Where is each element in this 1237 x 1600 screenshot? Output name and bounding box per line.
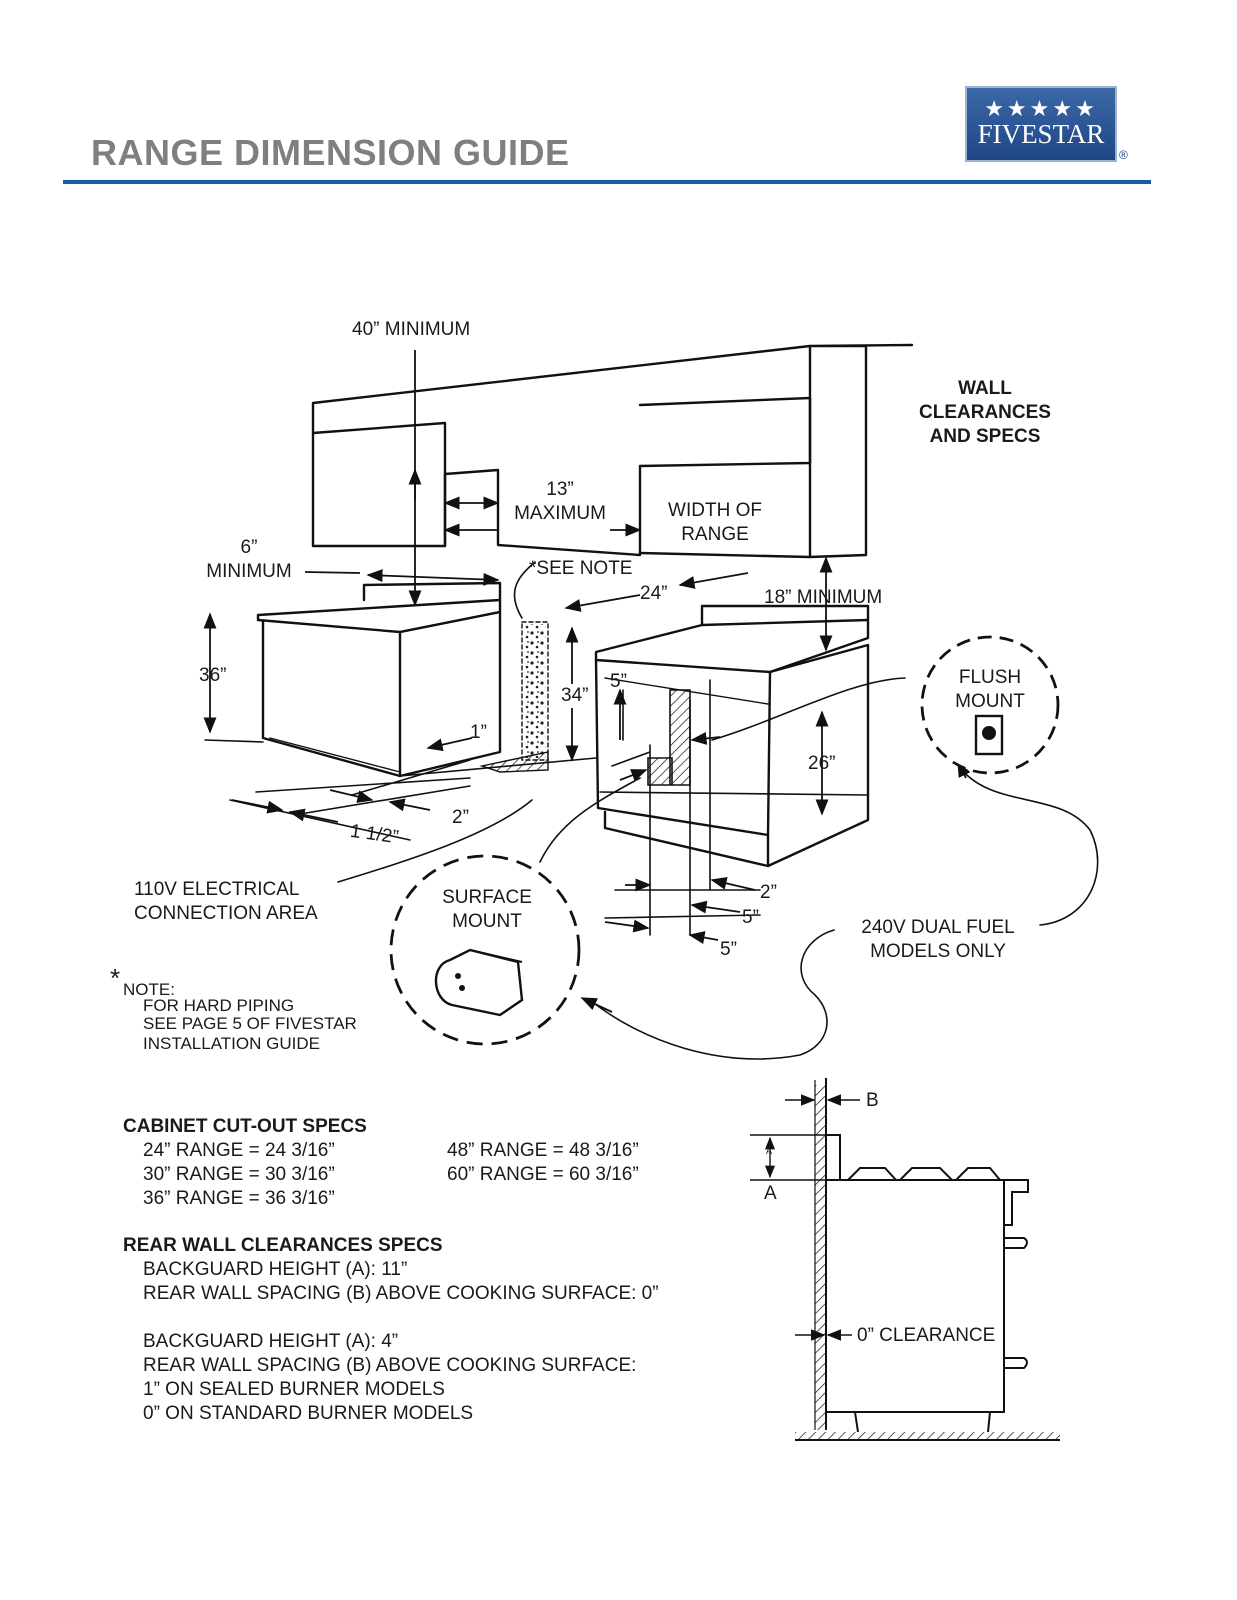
cabinet-cutout-specs: CABINET CUT-OUT SPECS 24” RANGE = 24 3/1… [123, 1115, 367, 1211]
cabinet-spec-item: 24” RANGE = 24 3/16” [143, 1140, 335, 1161]
cabinet-spec-item: 60” RANGE = 60 3/16” [447, 1164, 639, 1185]
page-title: RANGE DIMENSION GUIDE [91, 132, 570, 173]
cabinet-spec-item: 36” RANGE = 36 3/16” [143, 1188, 335, 1209]
surface-mount-label: SURFACE MOUNT [442, 887, 532, 932]
label-13-maximum: 13” MAXIMUM [514, 479, 606, 524]
label-2-cutout: 2” [760, 882, 777, 903]
rear-wall-specs: REAR WALL CLEARANCES SPECS BACKGUARD HEI… [123, 1234, 659, 1426]
logo-stars: ★★★★★ [984, 96, 1098, 121]
label-34: 34” [561, 684, 589, 708]
flush-mount-label: FLUSH MOUNT [955, 667, 1025, 712]
label-40-minimum: 40” MINIMUM [352, 319, 471, 340]
wall-clearances-title: WALL CLEARANCES AND SPECS [919, 378, 1051, 447]
flush-mount-callout [920, 635, 1060, 775]
label-5-cutout-b: 5” [742, 907, 759, 928]
label-5-cutout-c: 5” [720, 939, 737, 960]
cabinet-cutout-specs-col2: 48” RANGE = 48 3/16” 60” RANGE = 60 3/16… [447, 1139, 639, 1187]
label-24: 24” [640, 583, 668, 604]
side-label-a: A [764, 1183, 777, 1204]
surface-mount-callout [389, 854, 581, 1046]
rear-wall-spec-item: REAR WALL SPACING (B) ABOVE COOKING SURF… [143, 1283, 659, 1304]
soffit [808, 343, 914, 559]
label-6-minimum: 6” MINIMUM [206, 537, 292, 582]
note-heading: NOTE: [123, 980, 175, 999]
logo-brand: FIVESTAR [977, 119, 1105, 149]
rear-wall-side-view [750, 1078, 1060, 1441]
label-1: 1” [470, 722, 487, 743]
fivestar-logo: ★★★★★ FIVESTAR [965, 86, 1117, 162]
label-see-note: *SEE NOTE [529, 558, 633, 579]
side-label-a-small: A [766, 1146, 773, 1156]
label-width-of-range: WIDTH OF RANGE [668, 500, 762, 545]
rear-wall-specs-heading: REAR WALL CLEARANCES SPECS [123, 1235, 443, 1256]
upper-cabinet-face [311, 421, 447, 548]
header-rule [63, 180, 1151, 184]
left-base-cabinet [256, 598, 502, 634]
label-18-minimum: 18” MINIMUM [764, 587, 883, 608]
cabinet-specs-heading: CABINET CUT-OUT SPECS [123, 1116, 367, 1137]
note-line-1: FOR HARD PIPING [143, 996, 295, 1015]
rear-wall-spec-item: 1” ON SEALED BURNER MODELS [143, 1379, 445, 1400]
electrical-connection-label: 110V ELECTRICAL CONNECTION AREA [134, 879, 318, 924]
note-line-2: SEE PAGE 5 OF FIVESTAR [143, 1014, 357, 1033]
label-5-cutout: 5” [610, 671, 627, 692]
right-upper-cabinet [638, 396, 812, 559]
side-label-b: B [866, 1090, 879, 1111]
range-body [594, 618, 870, 674]
registered-mark: ® [1119, 148, 1128, 162]
label-36: 36” [199, 665, 227, 686]
rear-wall-spec-item: REAR WALL SPACING (B) ABOVE COOKING SURF… [143, 1355, 637, 1376]
rear-wall-spec-item: BACKGUARD HEIGHT (A): 11” [143, 1259, 408, 1280]
label-26: 26” [808, 753, 836, 774]
cabinet-spec-item: 48” RANGE = 48 3/16” [447, 1140, 639, 1161]
rear-wall-spec-item: 0” ON STANDARD BURNER MODELS [143, 1403, 474, 1424]
label-2-floor: 2” [452, 807, 469, 828]
zero-clearance-label: 0” CLEARANCE [857, 1325, 996, 1346]
note-line-3: INSTALLATION GUIDE [143, 1034, 320, 1053]
dual-fuel-label: 240V DUAL FUEL MODELS ONLY [861, 917, 1015, 962]
rear-wall-spec-item: BACKGUARD HEIGHT (A): 4” [143, 1331, 399, 1352]
cabinet-spec-item: 30” RANGE = 30 3/16” [143, 1164, 335, 1185]
note-asterisk: * [110, 963, 121, 993]
